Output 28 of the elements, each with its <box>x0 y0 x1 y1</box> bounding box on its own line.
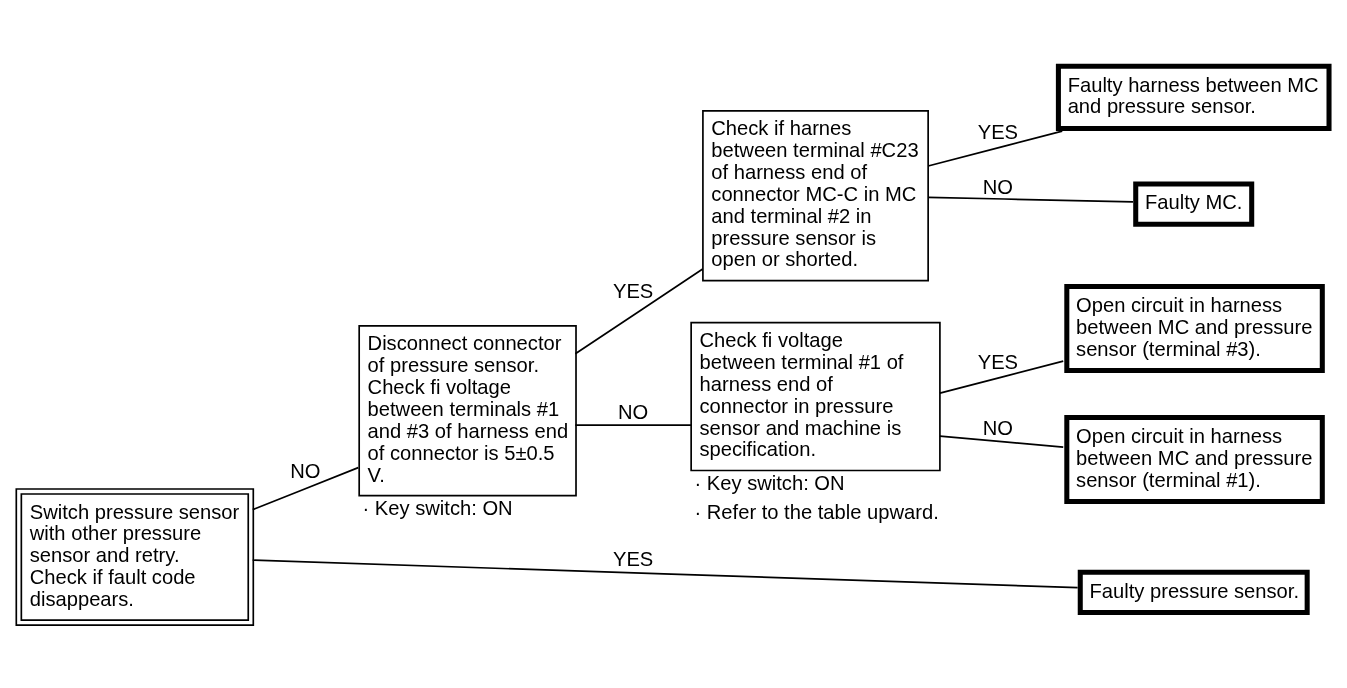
node-box: Check fi voltage between terminal #1 of harness end of connector in pressure sensor and machine is specification. <box>690 321 941 472</box>
node-box: Check if harnes between terminal #C23 of harness end of connector MC-C in MC and terminal #2 in pressure sensor is open or shorted. <box>702 109 929 282</box>
node-box: Disconnect connector of pressure sensor. Check fi voltage between terminals #1 and #3 of harness end of connector is 5±0.5 V. <box>358 325 577 497</box>
node-label: · Refer to the table upward. <box>694 500 939 523</box>
connector <box>251 466 360 511</box>
edge-label: NO <box>290 460 321 483</box>
edge-label: NO <box>982 176 1014 199</box>
node-box: Open circuit in harness between MC and pressure sensor (terminal #1). <box>1064 415 1325 505</box>
connector <box>927 196 1134 203</box>
edge-label: YES <box>612 547 654 570</box>
connector <box>927 130 1064 167</box>
connector <box>574 424 692 426</box>
node-box: Open circuit in harness between MC and pressure sensor (terminal #3). <box>1064 283 1325 373</box>
edge-label: NO <box>982 416 1014 439</box>
connector <box>939 435 1065 448</box>
node-box: Switch pressure sensor with other pressure sensor and retry. Check if fault code disappears. <box>15 488 255 626</box>
node-box: Faulty harness between MC and pressure sensor. <box>1055 63 1332 131</box>
edge-label: YES <box>977 350 1019 373</box>
node-box: Faulty pressure sensor. <box>1077 569 1310 616</box>
connector <box>251 559 1079 589</box>
edge-label: YES <box>612 280 654 303</box>
connector <box>939 360 1065 394</box>
node-label: · Key switch: ON <box>694 471 845 494</box>
edge-label: NO <box>618 401 649 424</box>
node-box: Faulty MC. <box>1133 181 1255 227</box>
node-label: · Key switch: ON <box>362 497 513 520</box>
connector <box>574 268 704 355</box>
edge-label: YES <box>977 120 1019 143</box>
